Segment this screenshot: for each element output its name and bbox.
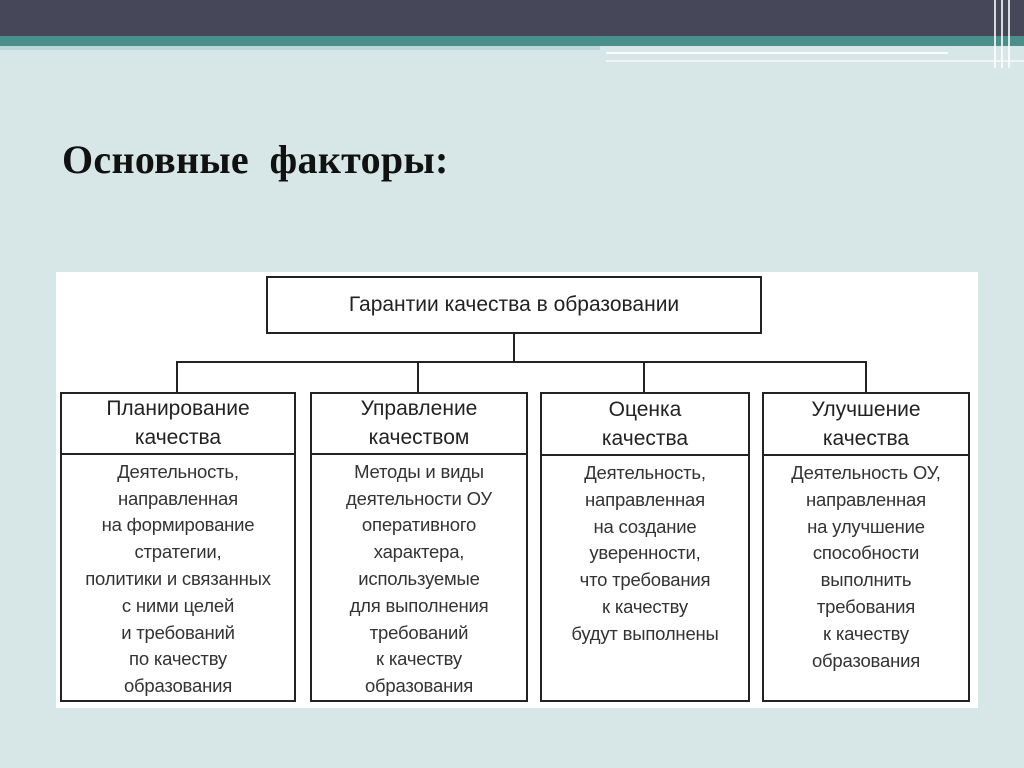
column-heading: Улучшение качества [764, 394, 968, 456]
column-text: Методы и виды деятельности ОУ оперативно… [346, 460, 492, 697]
diagram: Гарантии качества в образовании Планиров… [56, 272, 978, 708]
connector-horizontal [176, 361, 867, 363]
header-deco-line [606, 60, 1024, 62]
column-text: Деятельность, направленная на формирован… [85, 460, 271, 697]
column-heading: Управление качеством [312, 394, 526, 455]
column-improvement: Улучшение качества Деятельность ОУ, напр… [762, 392, 970, 702]
root-node: Гарантии качества в образовании [266, 276, 762, 334]
connector-col-1 [176, 361, 178, 393]
column-heading-text: Управление качеством [360, 397, 478, 450]
column-text: Деятельность ОУ, направленная на улучшен… [791, 462, 941, 671]
column-planning: Планирование качества Деятельность, напр… [60, 392, 296, 702]
column-heading-text: Оценка качества [601, 398, 689, 450]
header-dark-band [0, 0, 1024, 36]
header-deco-vline [1008, 0, 1010, 68]
slide-title: Основные факторы: [62, 137, 449, 182]
header-teal-band [0, 36, 1024, 46]
header-light-band [0, 46, 600, 50]
column-heading: Оценка качества [542, 394, 748, 456]
column-text: Деятельность, направленная на создание у… [571, 462, 719, 644]
connector-col-3 [643, 361, 645, 393]
column-assessment: Оценка качества Деятельность, направленн… [540, 392, 750, 702]
connector-col-2 [417, 361, 419, 393]
column-heading-text: Планирование качества [106, 397, 250, 450]
header-deco-vline [994, 0, 996, 68]
connector-root-down [513, 334, 515, 362]
column-heading-text: Улучшение качества [811, 398, 921, 450]
column-management: Управление качеством Методы и виды деяте… [310, 392, 528, 702]
column-heading: Планирование качества [62, 394, 294, 455]
header-deco-vline [1001, 0, 1003, 68]
header-deco-line [606, 52, 948, 54]
connector-col-4 [865, 361, 867, 393]
